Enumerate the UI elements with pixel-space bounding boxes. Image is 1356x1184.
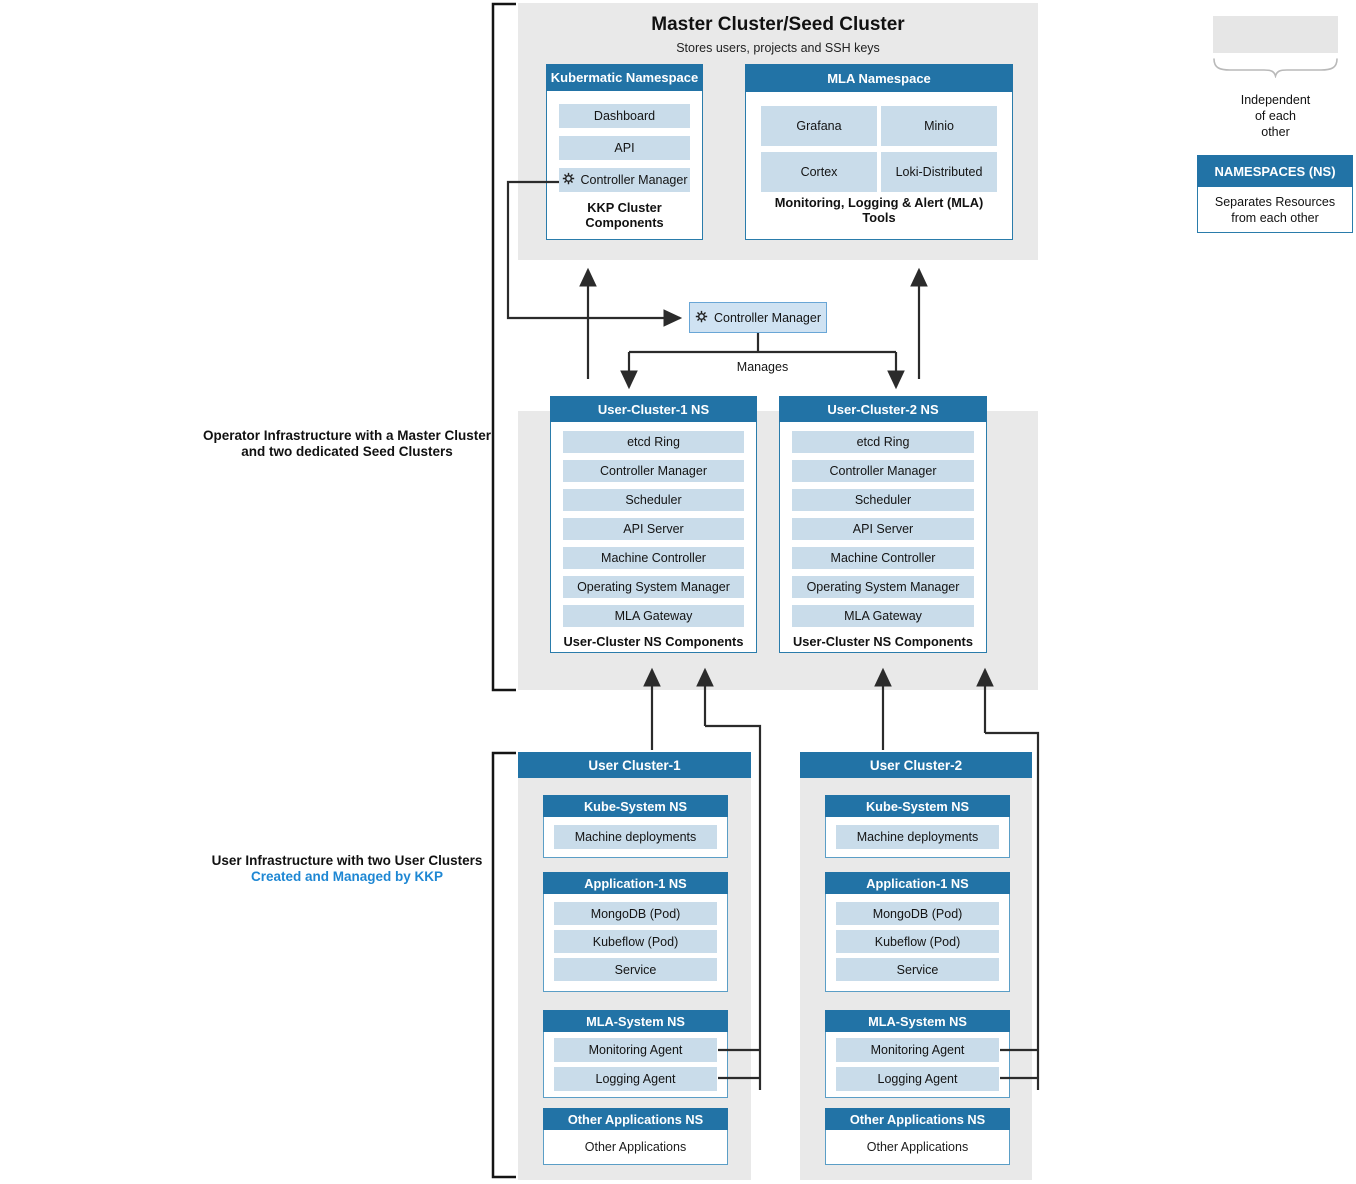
master-cluster-title: Master Cluster/Seed Cluster <box>651 14 905 35</box>
kubermatic-namespace-header: Kubermatic Namespace <box>546 64 703 91</box>
uc2-item-service: Service <box>836 958 999 981</box>
kubermatic-item-controller-manager: Controller Manager <box>559 168 690 192</box>
uc2-item-other-applications: Other Applications <box>866 1140 969 1154</box>
uc1-other-apps-box: Other Applications NS Other Applications <box>543 1108 728 1165</box>
user-cluster-2-header: User Cluster-2 <box>800 752 1032 778</box>
operator-infrastructure-label: Operator Infrastructure with a Master Cl… <box>177 428 517 460</box>
user-cluster-1-ns-box: User-Cluster-1 NS etcd Ring Controller M… <box>550 396 757 653</box>
uc1-other-apps-header: Other Applications NS <box>543 1108 728 1130</box>
ns1-item-etcd-ring: etcd Ring <box>563 431 744 453</box>
uc2-item-monitoring-agent: Monitoring Agent <box>836 1038 999 1062</box>
legend-namespaces-header: NAMESPACES (NS) <box>1197 155 1353 187</box>
mla-tools-label: Monitoring, Logging & Alert (MLA) Tools <box>774 195 984 225</box>
mla-item-loki: Loki-Distributed <box>881 152 997 192</box>
legend-namespaces-box: NAMESPACES (NS) Separates Resources from… <box>1197 155 1353 233</box>
user-cluster-1-header: User Cluster-1 <box>518 752 751 778</box>
ns1-components-label: User-Cluster NS Components <box>563 634 744 649</box>
uc2-item-machine-deployments: Machine deployments <box>836 825 999 849</box>
manages-branch-line <box>629 333 896 354</box>
mla-namespace-box: MLA Namespace Grafana Minio Cortex Loki-… <box>745 64 1013 240</box>
user-cluster-1-ns-header: User-Cluster-1 NS <box>550 396 757 422</box>
ns1-item-scheduler: Scheduler <box>563 489 744 511</box>
ns1-item-machine-controller: Machine Controller <box>563 547 744 569</box>
mla-item-minio: Minio <box>881 106 997 146</box>
uc1-application-header: Application-1 NS <box>543 872 728 894</box>
legend-namespaces-body-line1: Separates Resources <box>1214 195 1336 209</box>
user-cluster-2-ns-header: User-Cluster-2 NS <box>779 396 987 422</box>
ns2-item-machine-controller: Machine Controller <box>792 547 974 569</box>
legend-independent-line3: other <box>1261 125 1290 139</box>
uc1-kube-system-header: Kube-System NS <box>543 795 728 817</box>
kubermatic-item-api: API <box>559 136 690 160</box>
legend-independent-line1: Independent <box>1240 93 1311 107</box>
uc2-application-box: Application-1 NS MongoDB (Pod) Kubeflow … <box>825 872 1010 992</box>
master-cluster-subtitle: Stores users, projects and SSH keys <box>676 41 880 55</box>
uc2-application-header: Application-1 NS <box>825 872 1010 894</box>
uc1-application-box: Application-1 NS MongoDB (Pod) Kubeflow … <box>543 872 728 992</box>
kubermatic-item-dashboard: Dashboard <box>559 104 690 128</box>
uc2-kube-system-header: Kube-System NS <box>825 795 1010 817</box>
legend-independent-line2: of each <box>1254 109 1296 123</box>
controller-manager-box: Controller Manager <box>689 302 827 333</box>
ns1-item-controller-manager: Controller Manager <box>563 460 744 482</box>
ns1-item-api-server: API Server <box>563 518 744 540</box>
operator-infrastructure-line1: Operator Infrastructure with a Master Cl… <box>202 428 492 443</box>
user-bracket <box>491 751 516 1179</box>
uc2-item-kubeflow: Kubeflow (Pod) <box>836 930 999 953</box>
manages-label: Manages <box>736 360 789 374</box>
mla-item-grafana: Grafana <box>761 106 877 146</box>
ns2-item-controller-manager: Controller Manager <box>792 460 974 482</box>
operator-bracket <box>491 2 516 692</box>
legend-independent-label: Independent of each other <box>1213 92 1338 140</box>
uc1-mla-system-header: MLA-System NS <box>543 1010 728 1032</box>
uc1-item-other-applications: Other Applications <box>584 1140 687 1154</box>
uc2-other-apps-box: Other Applications NS Other Applications <box>825 1108 1010 1165</box>
ns2-item-etcd-ring: etcd Ring <box>792 431 974 453</box>
kkp-cluster-components-label: KKP Cluster Components <box>585 200 664 230</box>
operator-infrastructure-line2: and two dedicated Seed Clusters <box>241 444 453 459</box>
ns1-item-mla-gateway: MLA Gateway <box>563 605 744 627</box>
uc2-kube-system-box: Kube-System NS Machine deployments <box>825 795 1010 858</box>
uc1-item-kubeflow: Kubeflow (Pod) <box>554 930 717 953</box>
mla-item-cortex: Cortex <box>761 152 877 192</box>
controller-manager-box-label: Controller Manager <box>714 310 821 325</box>
uc1-item-monitoring-agent: Monitoring Agent <box>554 1038 717 1062</box>
user-infrastructure-line2: Created and Managed by KKP <box>250 869 444 884</box>
kubermatic-namespace-box: Kubermatic Namespace Dashboard API Contr… <box>546 64 703 240</box>
uc1-item-mongodb: MongoDB (Pod) <box>554 902 717 925</box>
gear-icon <box>562 172 575 188</box>
ns1-item-os-manager: Operating System Manager <box>563 576 744 598</box>
user-infrastructure-label: User Infrastructure with two User Cluste… <box>177 853 517 885</box>
gear-icon <box>695 310 708 326</box>
brace-icon <box>1212 58 1339 79</box>
user-infrastructure-line1: User Infrastructure with two User Cluste… <box>211 853 483 868</box>
uc1-item-machine-deployments: Machine deployments <box>554 825 717 849</box>
ns2-components-label: User-Cluster NS Components <box>793 634 973 649</box>
user-cluster-2-ns-box: User-Cluster-2 NS etcd Ring Controller M… <box>779 396 987 653</box>
ns2-item-mla-gateway: MLA Gateway <box>792 605 974 627</box>
uc2-item-logging-agent: Logging Agent <box>836 1067 999 1091</box>
uc1-kube-system-box: Kube-System NS Machine deployments <box>543 795 728 858</box>
legend-namespaces-body-line2: from each other <box>1231 211 1319 225</box>
uc1-item-logging-agent: Logging Agent <box>554 1067 717 1091</box>
kubermatic-controller-manager-label: Controller Manager <box>580 173 688 187</box>
uc2-item-mongodb: MongoDB (Pod) <box>836 902 999 925</box>
uc2-other-apps-header: Other Applications NS <box>825 1108 1010 1130</box>
ns2-item-os-manager: Operating System Manager <box>792 576 974 598</box>
uc2-mla-system-box: MLA-System NS Monitoring Agent Logging A… <box>825 1010 1010 1098</box>
mla-namespace-header: MLA Namespace <box>745 64 1013 92</box>
uc1-mla-system-box: MLA-System NS Monitoring Agent Logging A… <box>543 1010 728 1098</box>
uc1-item-service: Service <box>554 958 717 981</box>
ns2-item-scheduler: Scheduler <box>792 489 974 511</box>
legend-gray-swatch <box>1213 16 1338 53</box>
ns2-item-api-server: API Server <box>792 518 974 540</box>
uc2-mla-system-header: MLA-System NS <box>825 1010 1010 1032</box>
